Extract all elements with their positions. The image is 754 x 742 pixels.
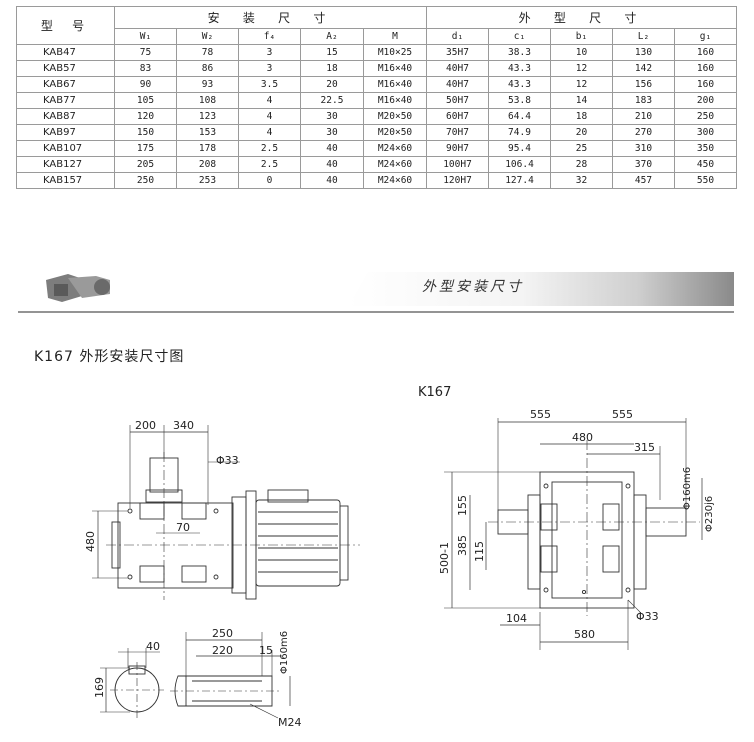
dim-555-a: 555: [530, 408, 551, 421]
dim-220: 220: [212, 644, 233, 657]
left-gearmotor-drawing: [92, 425, 360, 600]
dim-555-b: 555: [612, 408, 633, 421]
install-group-header: 安 装 尺 寸: [114, 6, 427, 29]
section-banner: [18, 262, 734, 322]
dim-315: 315: [634, 441, 655, 454]
table-cell: 120H7: [426, 172, 489, 189]
model-header: 型 号: [16, 6, 115, 45]
dim-104: 104: [506, 612, 527, 625]
dim-115: 115: [473, 541, 486, 562]
dim-385: 385: [456, 535, 469, 556]
dim-40: 40: [146, 640, 160, 653]
outline-group-header: 外 型 尺 寸: [426, 6, 737, 29]
table-cell: M24×60: [363, 172, 427, 189]
dim-580: 580: [574, 628, 595, 641]
dim-480-right: 480: [572, 431, 593, 444]
table-cell: 350: [674, 140, 737, 157]
gearbox-thumbnail-icon: [46, 274, 110, 302]
table-group-header-row: 型 号 安 装 尺 寸 外 型 尺 寸: [16, 6, 737, 45]
dim-phi160m6-right: Φ160m6: [682, 467, 693, 510]
right-drawing-heading: K167: [418, 385, 452, 400]
shaft-detail-drawing: [100, 632, 291, 719]
dim-phi33-left: Φ33: [216, 454, 239, 467]
dim-169: 169: [93, 677, 106, 698]
dim-15: 15: [259, 644, 273, 657]
dim-480-left: 480: [84, 531, 97, 552]
dim-70: 70: [176, 521, 190, 534]
table-cell: 550: [674, 172, 737, 189]
banner-title: 外型安装尺寸: [422, 279, 524, 295]
dim-250: 250: [212, 627, 233, 640]
dim-200: 200: [135, 419, 156, 432]
dim-phi230j6: Φ230j6: [704, 496, 715, 532]
dim-phi160m6-shaft: Φ160m6: [279, 631, 290, 674]
dim-340: 340: [173, 419, 194, 432]
dim-m24: M24: [278, 716, 302, 729]
right-gearbox-drawing: [444, 418, 703, 650]
dim-155: 155: [456, 495, 469, 516]
dim-phi33-right: Φ33: [636, 610, 659, 623]
left-drawing-heading: K167 外形安装尺寸图: [34, 349, 185, 365]
dim-500-1: 500-1: [438, 542, 451, 574]
